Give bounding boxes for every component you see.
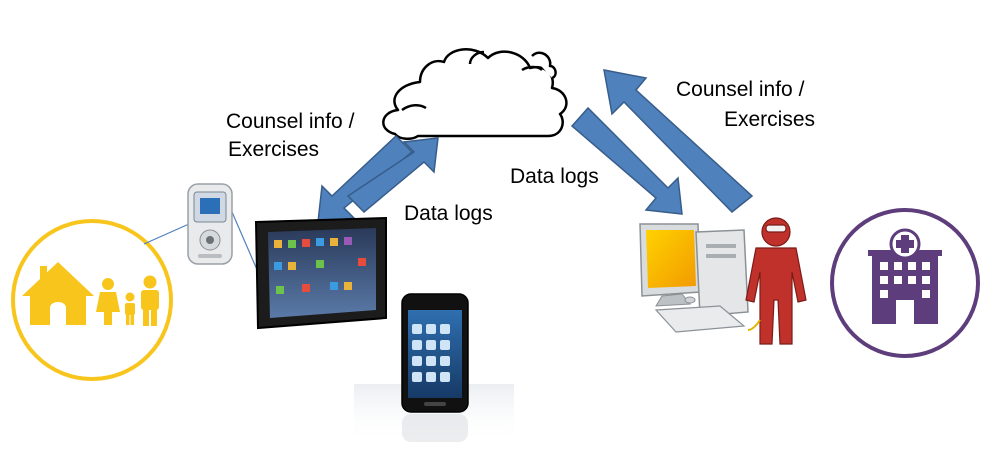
right-counsel-label-line1: Counsel info /: [676, 78, 805, 101]
cloud-icon: [382, 48, 568, 140]
family-home-icon: [22, 262, 159, 326]
left-counsel-label-line2: Exercises: [228, 138, 320, 161]
arrow-hospital-to-cloud: [603, 69, 754, 214]
right-data-logs-label: Data logs: [510, 165, 599, 188]
arrow-cloud-to-hospital: [570, 106, 683, 215]
desktop-computer-icon: [639, 223, 749, 333]
smartphone-icon: [354, 293, 514, 444]
hospital-building-icon: [868, 228, 942, 324]
right-counsel-label-line2: Exercises: [724, 108, 816, 131]
arrow-devices-to-cloud: [346, 137, 439, 214]
home-circle: [11, 219, 173, 381]
left-data-logs-label: Data logs: [404, 202, 493, 225]
clinician-figure-icon: [745, 217, 807, 345]
tablet-icon: [254, 216, 387, 330]
left-counsel-label-line1: Counsel info /: [226, 110, 355, 133]
glucose-meter-icon: [187, 183, 233, 265]
